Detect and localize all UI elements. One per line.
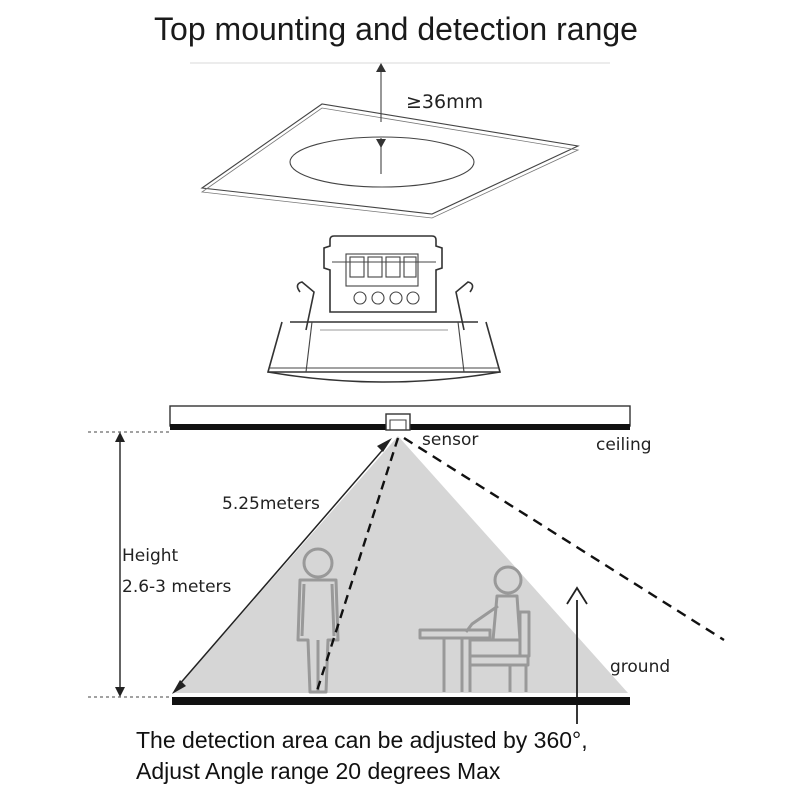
ground-label: ground [610,657,670,677]
caption-line-1: The detection area can be adjusted by 36… [136,727,588,753]
page-title: Top mounting and detection range [154,11,638,47]
adjusted-angle-line [403,436,725,642]
sensor-label: sensor [422,430,478,450]
height-label: Height [122,546,179,566]
ceiling-cutout-plate [190,62,610,219]
ground-bar [172,697,630,705]
height-range-label: 2.6-3 meters [122,577,232,597]
height-arrow-icon [88,431,170,698]
standing-person-icon [296,547,340,694]
sensor-device-drawing [266,235,502,383]
ceiling-label: ceiling [596,435,652,455]
seated-person-icon [418,565,531,692]
sensor-icon [385,413,411,431]
detection-cone [172,436,628,693]
caption-line-2: Adjust Angle range 20 degrees Max [136,758,501,784]
diagonal-range-arrow-icon [172,438,392,694]
diagonal-range-label: 5.25meters [222,494,320,514]
cutout-dimension-label: ≥36mm [406,91,483,113]
cutout-height-arrow-icon [376,63,386,174]
